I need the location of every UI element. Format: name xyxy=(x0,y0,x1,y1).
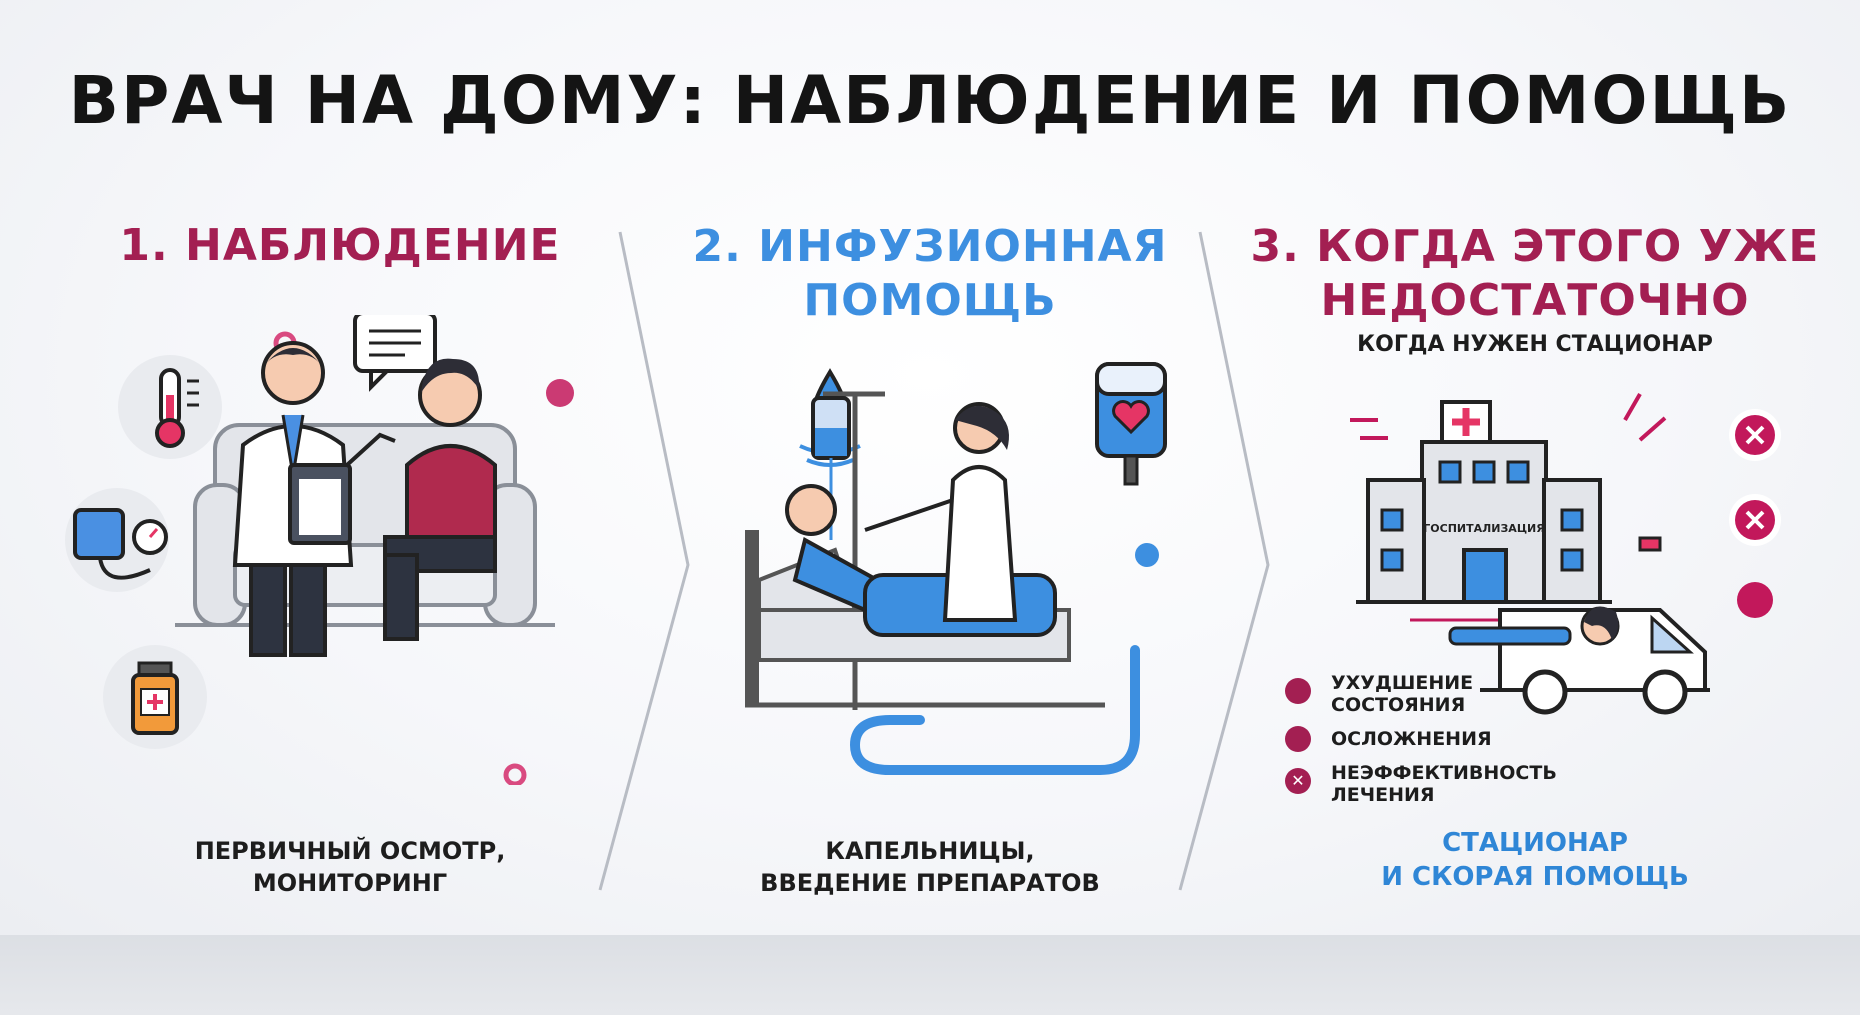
column-3-subtitle: КОГДА НУЖЕН СТАЦИОНАР xyxy=(1357,332,1713,357)
column-1-caption: ПЕРВИЧНЫЙ ОСМОТР, МОНИТОРИНГ xyxy=(150,835,550,899)
sofa-illustration xyxy=(175,423,555,627)
column-3-title: 3. КОГДА ЭТОГО УЖЕ НЕДОСТАТОЧНО xyxy=(1240,220,1830,328)
close-icon xyxy=(1729,409,1781,461)
reason-item-ineffective: ✕ НЕЭФФЕКТИВНОСТЬ ЛЕЧЕНИЯ xyxy=(1285,762,1585,806)
reason-line2: ЛЕЧЕНИЯ xyxy=(1331,784,1435,806)
close-icon xyxy=(1729,494,1781,546)
reason-line2: СОСТОЯНИЯ xyxy=(1331,694,1466,716)
column-3-title-line2: НЕДОСТАТОЧНО xyxy=(1320,275,1750,326)
dot-icon xyxy=(1285,726,1311,752)
caption-line2: МОНИТОРИНГ xyxy=(252,869,448,897)
dot-icon xyxy=(1285,678,1311,704)
reason-line1: ОСЛОЖНЕНИЯ xyxy=(1331,728,1492,750)
caption-line1: КАПЕЛЬНИЦЫ, xyxy=(825,837,1035,865)
column-1-title: 1. НАБЛЮДЕНИЕ xyxy=(119,220,561,271)
ambulance-icon xyxy=(1448,536,1710,715)
iv-bag-heart-icon xyxy=(1095,362,1167,486)
main-title: ВРАЧ НА ДОМУ: НАБЛЮДЕНИЕ И ПОМОЩЬ xyxy=(68,62,1792,139)
hospital-illustration: ГОСПИТАЛИЗАЦИЯ xyxy=(1350,393,1710,715)
decor-dot xyxy=(1135,543,1159,567)
infusion-illustration xyxy=(745,362,1167,775)
patient-figure xyxy=(383,358,497,641)
doctor-figure xyxy=(232,341,396,657)
status-icons xyxy=(1729,409,1781,618)
thermometer-icon xyxy=(118,355,222,459)
alert-lines-icon xyxy=(1350,393,1667,442)
column-3-title-line1: 3. КОГДА ЭТОГО УЖЕ xyxy=(1250,221,1820,272)
medicine-bottle-icon xyxy=(103,645,207,749)
iv-tube-icon xyxy=(849,645,1140,775)
caption-line1: СТАЦИОНАР xyxy=(1442,828,1628,858)
caption-line2: ВВЕДЕНИЕ ПРЕПАРАТОВ xyxy=(760,869,1100,897)
cross-icon: ✕ xyxy=(1285,768,1311,794)
blood-pressure-icon xyxy=(65,488,169,592)
footer-band xyxy=(0,935,1860,1015)
hospital-building-icon: ГОСПИТАЛИЗАЦИЯ xyxy=(1356,400,1612,622)
hospital-bed-illustration xyxy=(745,484,1105,708)
status-dot-icon xyxy=(1737,582,1773,618)
column-2-title: 2. ИНФУЗИОННАЯ ПОМОЩЬ xyxy=(680,220,1180,328)
reason-line1: УХУДШЕНИЕ xyxy=(1331,672,1474,694)
reason-line1: НЕЭФФЕКТИВНОСТЬ xyxy=(1331,762,1557,784)
decor-dot xyxy=(503,763,527,785)
column-2-caption: КАПЕЛЬНИЦЫ, ВВЕДЕНИЕ ПРЕПАРАТОВ xyxy=(720,835,1140,899)
caption-line2: И СКОРАЯ ПОМОЩЬ xyxy=(1381,862,1689,892)
nurse-figure xyxy=(864,402,1018,622)
column-2-title-line2: ПОМОЩЬ xyxy=(803,275,1057,326)
caption-line1: ПЕРВИЧНЫЙ ОСМОТР, xyxy=(194,837,506,865)
reason-item-worsening: УХУДШЕНИЕ СОСТОЯНИЯ xyxy=(1285,672,1585,716)
hospital-sign: ГОСПИТАЛИЗАЦИЯ xyxy=(1423,522,1544,535)
reasons-list: УХУДШЕНИЕ СОСТОЯНИЯ ОСЛОЖНЕНИЯ ✕ НЕЭФФЕК… xyxy=(1285,672,1585,806)
speech-bubble-icon xyxy=(353,315,437,392)
reason-item-complications: ОСЛОЖНЕНИЯ xyxy=(1285,720,1585,758)
decor-dot xyxy=(546,379,574,407)
column-3-caption: СТАЦИОНАР И СКОРАЯ ПОМОЩЬ xyxy=(1280,826,1790,894)
observation-illustration xyxy=(65,315,574,785)
column-2-title-line1: 2. ИНФУЗИОННАЯ xyxy=(692,221,1168,272)
